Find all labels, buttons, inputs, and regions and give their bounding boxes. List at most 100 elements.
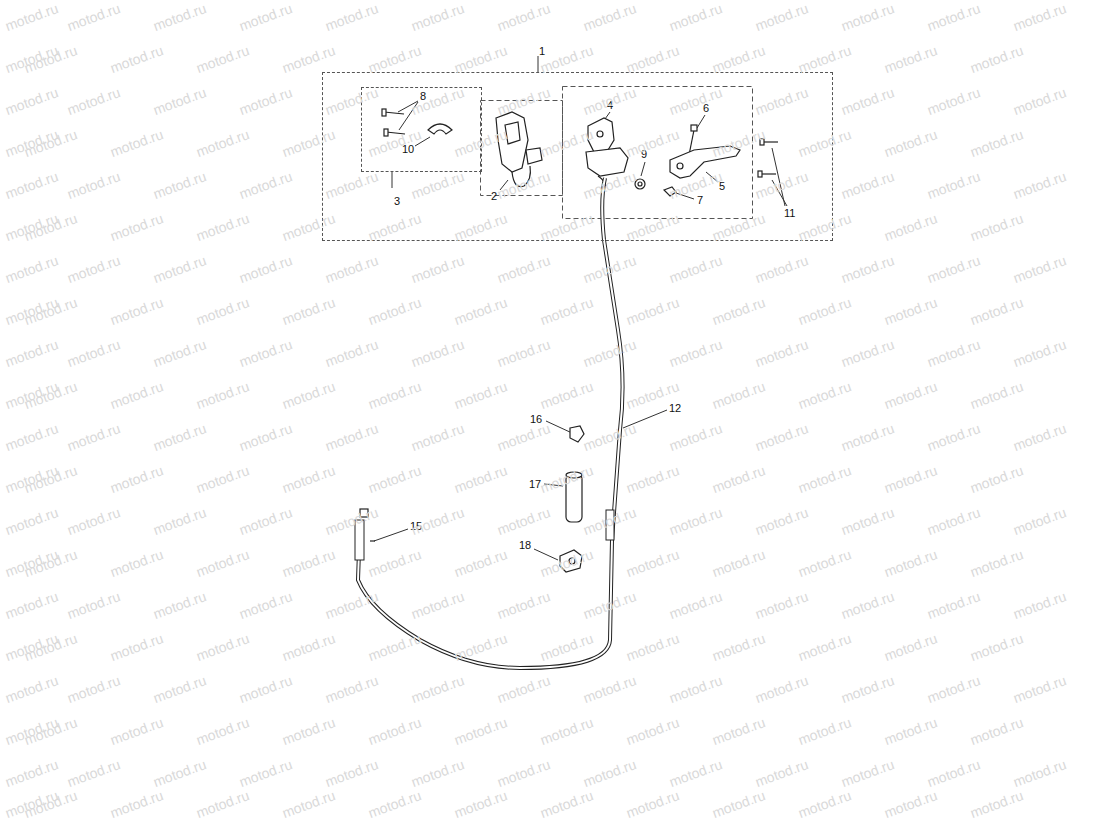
watermark: motod.ru: [495, 505, 552, 537]
watermark: motod.ru: [151, 337, 208, 369]
watermark: motod.ru: [1011, 757, 1068, 789]
watermark: motod.ru: [194, 547, 251, 579]
watermark: motod.ru: [495, 253, 552, 285]
watermark: motod.ru: [753, 1, 810, 33]
watermark: motod.ru: [151, 85, 208, 117]
watermark: motod.ru: [323, 589, 380, 621]
watermark: motod.ru: [839, 589, 896, 621]
watermark: motod.ru: [151, 505, 208, 537]
watermark: motod.ru: [667, 253, 724, 285]
watermark: motod.ru: [409, 589, 466, 621]
watermark: motod.ru: [1011, 253, 1068, 285]
watermark: motod.ru: [925, 757, 982, 789]
watermark: motod.ru: [194, 463, 251, 495]
watermark: motod.ru: [3, 757, 60, 789]
watermark: motod.ru: [194, 379, 251, 411]
watermark: motod.ru: [796, 127, 853, 159]
watermark: motod.ru: [452, 211, 509, 243]
watermark: motod.ru: [796, 43, 853, 75]
watermark: motod.ru: [839, 169, 896, 201]
watermark: motod.ru: [839, 85, 896, 117]
watermark: motod.ru: [237, 673, 294, 705]
watermark: motod.ru: [710, 463, 767, 495]
watermark: motod.ru: [3, 85, 60, 117]
watermark: motod.ru: [796, 715, 853, 747]
watermark: motod.ru: [925, 589, 982, 621]
watermark: motod.ru: [108, 379, 165, 411]
watermark: motod.ru: [581, 1, 638, 33]
watermark: motod.ru: [710, 127, 767, 159]
watermark: motod.ru: [194, 295, 251, 327]
watermark: motod.ru: [280, 631, 337, 663]
watermark: motod.ru: [667, 589, 724, 621]
watermark: motod.ru: [3, 337, 60, 369]
watermark: motod.ru: [538, 547, 595, 579]
watermark: motod.ru: [108, 547, 165, 579]
watermark: motod.ru: [151, 1, 208, 33]
watermark: motod.ru: [323, 505, 380, 537]
watermark: motod.ru: [925, 1, 982, 33]
watermark: motod.ru: [882, 127, 939, 159]
watermark: motod.ru: [667, 169, 724, 201]
watermark: motod.ru: [538, 788, 595, 820]
watermark: motod.ru: [968, 788, 1025, 820]
watermark: motod.ru: [968, 463, 1025, 495]
watermark: motod.ru: [409, 85, 466, 117]
watermark: motod.ru: [581, 421, 638, 453]
watermark: motod.ru: [667, 1, 724, 33]
watermark: motod.ru: [968, 715, 1025, 747]
watermark: motod.ru: [366, 211, 423, 243]
callout-number: 7: [697, 195, 703, 206]
watermark: motod.ru: [882, 547, 939, 579]
watermark: motod.ru: [280, 788, 337, 820]
watermark: motod.ru: [108, 43, 165, 75]
watermark: motod.ru: [65, 85, 122, 117]
watermark: motod.ru: [581, 673, 638, 705]
watermark: motod.ru: [495, 421, 552, 453]
watermark: motod.ru: [624, 715, 681, 747]
watermark: motod.ru: [323, 757, 380, 789]
watermark: motod.ru: [3, 1, 60, 33]
watermark: motod.ru: [3, 421, 60, 453]
callout-number: 12: [669, 403, 681, 414]
watermark: motod.ru: [366, 715, 423, 747]
watermark: motod.ru: [710, 211, 767, 243]
watermark: motod.ru: [753, 505, 810, 537]
watermark: motod.ru: [882, 631, 939, 663]
callout-number: 1: [539, 46, 545, 57]
watermark: motod.ru: [796, 788, 853, 820]
watermark: motod.ru: [796, 295, 853, 327]
watermark: motod.ru: [3, 253, 60, 285]
watermark: motod.ru: [839, 673, 896, 705]
watermark: motod.ru: [108, 127, 165, 159]
watermark: motod.ru: [194, 211, 251, 243]
watermark: motod.ru: [968, 127, 1025, 159]
watermark: motod.ru: [452, 547, 509, 579]
watermark: motod.ru: [624, 631, 681, 663]
watermark: motod.ru: [753, 85, 810, 117]
watermark: motod.ru: [366, 547, 423, 579]
watermark: motod.ru: [366, 631, 423, 663]
watermark: motod.ru: [452, 463, 509, 495]
watermark: motod.ru: [323, 1, 380, 33]
watermark: motod.ru: [495, 589, 552, 621]
watermark: motod.ru: [65, 169, 122, 201]
watermark: motod.ru: [151, 673, 208, 705]
watermark: motod.ru: [624, 43, 681, 75]
watermark: motod.ru: [366, 127, 423, 159]
watermark: motod.ru: [65, 505, 122, 537]
watermark: motod.ru: [151, 589, 208, 621]
watermark: motod.ru: [237, 169, 294, 201]
watermark: motod.ru: [323, 85, 380, 117]
watermark: motod.ru: [409, 169, 466, 201]
watermark: motod.ru: [194, 43, 251, 75]
watermark: motod.ru: [151, 421, 208, 453]
watermark: motod.ru: [280, 43, 337, 75]
watermark: motod.ru: [538, 715, 595, 747]
watermark: motod.ru: [753, 421, 810, 453]
watermark: motod.ru: [237, 1, 294, 33]
watermark: motod.ru: [151, 169, 208, 201]
watermark: motod.ru: [495, 169, 552, 201]
watermark: motod.ru: [624, 463, 681, 495]
watermark: motod.ru: [237, 253, 294, 285]
